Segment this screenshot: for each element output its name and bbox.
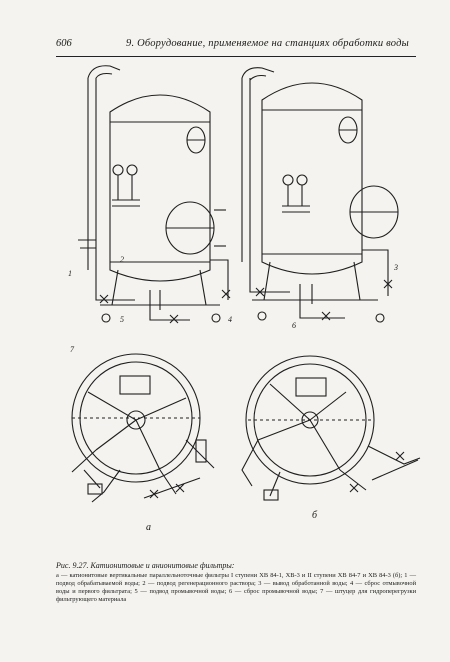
right-pressure-gauge-1 — [282, 174, 294, 186]
callout-7: 7 — [70, 345, 75, 354]
right-pressure-gauge-2 — [296, 174, 308, 186]
callout-2: 2 — [120, 255, 124, 264]
panel-label-b: б — [312, 510, 318, 521]
left-filter-plan — [71, 353, 215, 503]
callout-5: 5 — [120, 315, 124, 324]
right-plan-outer-ring — [245, 355, 375, 485]
figure-caption: Рис. 9.27. Катионитовые и анионитовые фи… — [56, 561, 416, 604]
left-valve-2 — [169, 314, 179, 324]
callout-3: 3 — [393, 263, 398, 272]
page-number: 606 — [56, 38, 72, 49]
filter-figure: 1 2 3 4 5 6 7 — [68, 65, 421, 503]
left-plan-valve-b — [175, 483, 185, 493]
callout-6: 6 — [292, 321, 296, 330]
left-filter-elevation — [78, 65, 231, 324]
left-pressure-gauge-2 — [126, 164, 138, 176]
right-valve-2 — [321, 311, 331, 321]
left-plan-top-manhole — [119, 375, 151, 395]
right-plan-valve-a — [349, 483, 359, 493]
left-valve-1 — [99, 294, 109, 304]
right-plan-valve-b — [395, 451, 405, 461]
left-valve-3 — [221, 289, 231, 299]
caption-title: Рис. 9.27. Катионитовые и анионитовые фи… — [56, 561, 235, 570]
page-header: 606 9. Оборудование, применяемое на стан… — [56, 38, 416, 54]
right-filter-elevation — [241, 67, 399, 323]
left-vessel-shell — [109, 94, 211, 282]
right-valve-3 — [383, 279, 393, 289]
left-plan-center-hub — [126, 410, 146, 430]
caption-body: а — катионитовые вертикальные параллельн… — [56, 572, 416, 604]
left-pressure-gauge-1 — [112, 164, 124, 176]
callout-1: 1 — [68, 269, 72, 278]
right-filter-plan — [241, 355, 421, 501]
right-valve-1 — [255, 287, 265, 297]
callout-4: 4 — [228, 315, 232, 324]
panel-label-a: а — [146, 522, 151, 533]
running-title: 9. Оборудование, применяемое на станциях… — [126, 38, 409, 49]
right-vessel-shell — [261, 82, 363, 275]
right-plan-top-manhole — [295, 377, 327, 397]
header-rule — [56, 56, 416, 57]
